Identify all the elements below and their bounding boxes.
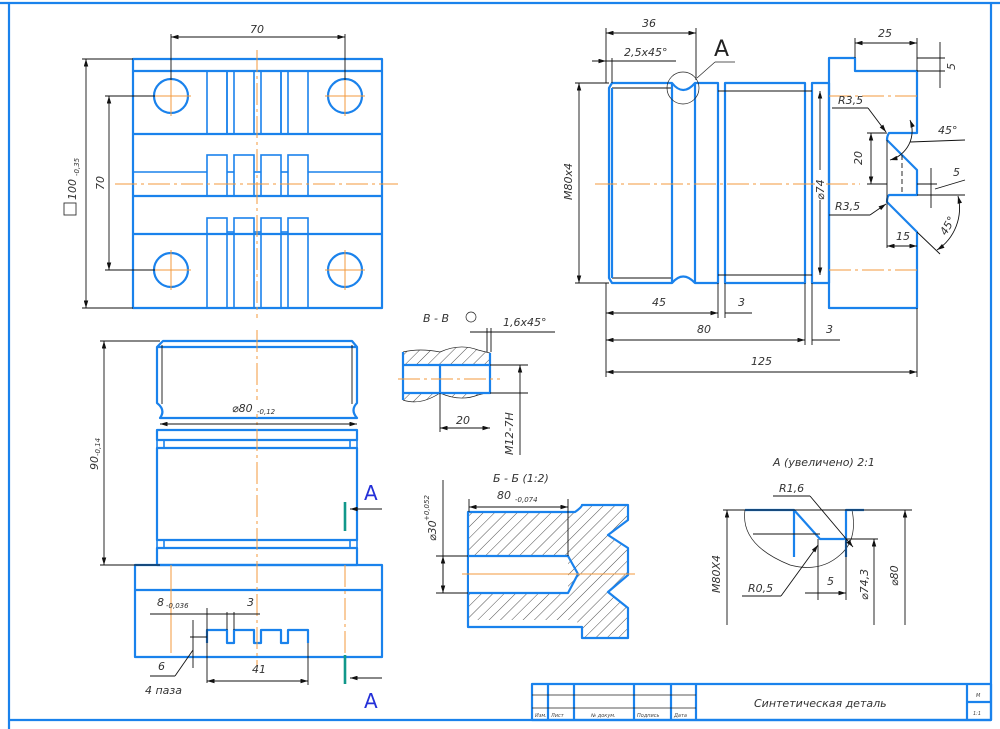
dim-len: 80 (497, 489, 511, 502)
dim-bore: ⌀30 (426, 520, 439, 541)
chamfer-label: 2,5x45° (624, 46, 668, 59)
thread-vv: M12-7H (503, 412, 516, 455)
title-block: Изм. Лист № докум. Подпись Дата Синтетич… (530, 682, 993, 722)
r05-label: R0,5 (748, 582, 773, 595)
col-label-izm: Изм. (535, 713, 547, 719)
dim-bore-tol: +0,052 (423, 495, 431, 521)
rotate-symbol-icon (465, 311, 477, 323)
detail-a-circle (666, 71, 700, 105)
dim-d74: ⌀74 (814, 179, 827, 200)
dim-hole-spacing-h: 70 (250, 23, 264, 36)
detail-a-title: А (увеличено) 2:1 (772, 456, 875, 469)
dim-diameter-tol: -0,12 (257, 408, 276, 416)
dim-slot-width: 8 (157, 596, 164, 609)
dim-3b: 3 (826, 323, 833, 336)
r-top-label: R3,5 (838, 94, 863, 107)
mass-label: М (976, 693, 981, 699)
dim-25: 25 (878, 27, 892, 40)
dim-slot-gap: 3 (247, 596, 254, 609)
section-letter-top: А (364, 481, 378, 505)
square-symbol-icon (63, 202, 77, 216)
col-label-sign: Подпись (637, 713, 660, 719)
section-vv: В - В 1,6x45° 20 M12-7H (398, 311, 555, 455)
top-view: 70 70 100 -0,35 (63, 23, 398, 318)
dim-5-mid: 5 (953, 166, 960, 179)
section-letter-bottom: А (364, 689, 378, 713)
dim-slot-width-tol: -0,036 (166, 602, 189, 610)
section-vv-title: В - В (423, 312, 449, 325)
dim-80: 80 (697, 323, 711, 336)
side-view: А 36 2,5x45° M80x4 ⌀74 25 5 R3,5 20 45° (562, 17, 966, 377)
angle-top: 45° (938, 124, 958, 137)
dim-d743: ⌀74,3 (858, 569, 871, 600)
scale-value: 1:1 (973, 711, 981, 717)
dim-20: 20 (852, 151, 865, 165)
dim-5-top: 5 (945, 63, 958, 70)
section-bb-title: Б - Б (1:2) (493, 472, 549, 485)
dim-square-size: 100 (66, 179, 79, 200)
dim-3a: 3 (738, 296, 745, 309)
dim-height-tol: -0,14 (94, 438, 102, 456)
r16-label: R1,6 (779, 482, 804, 495)
dim-5-detail: 5 (827, 575, 834, 588)
thread-detail: M80X4 (710, 555, 723, 593)
section-bb: Б - Б (1:2) 80 -0,074 ⌀30 +0,052 (423, 472, 635, 640)
col-label-list: Лист (550, 713, 565, 719)
dim-36: 36 (642, 17, 656, 30)
dim-slots-span: 41 (252, 663, 266, 676)
dim-hole-spacing-v: 70 (94, 176, 107, 190)
col-label-date: Дата (673, 713, 687, 719)
dim-d80: ⌀80 (888, 565, 901, 586)
r-bottom-label: R3,5 (835, 200, 860, 213)
dim-45: 45 (652, 296, 666, 309)
drawing-title: Синтетическая деталь (754, 697, 887, 710)
dim-125: 125 (751, 355, 772, 368)
angle-bottom: 45° (937, 214, 958, 237)
dim-diameter: ⌀80 (232, 402, 253, 415)
mounting-holes (151, 76, 365, 290)
dim-square-tol: -0,35 (73, 157, 81, 176)
dim-thread: M80x4 (562, 163, 575, 200)
dim-20-vv: 20 (456, 414, 470, 427)
dim-len-tol: -0,074 (515, 496, 538, 504)
col-label-doc: № докум. (590, 713, 616, 719)
dim-height: 90 (88, 456, 101, 470)
note-slots: 4 паза (145, 684, 182, 697)
dim-15: 15 (896, 230, 910, 243)
dim-slot-depth: 6 (158, 660, 165, 673)
detail-a-letter: А (714, 37, 729, 62)
detail-a: 5 А (увеличено) 2:1 R1,6 R0,5 M80X4 ⌀74,… (710, 456, 912, 625)
front-view: ⌀80 -0,12 90 -0,14 8 -0,036 3 6 4 паза 4… (88, 330, 384, 713)
chamfer-label-vv: 1,6x45° (503, 316, 547, 329)
